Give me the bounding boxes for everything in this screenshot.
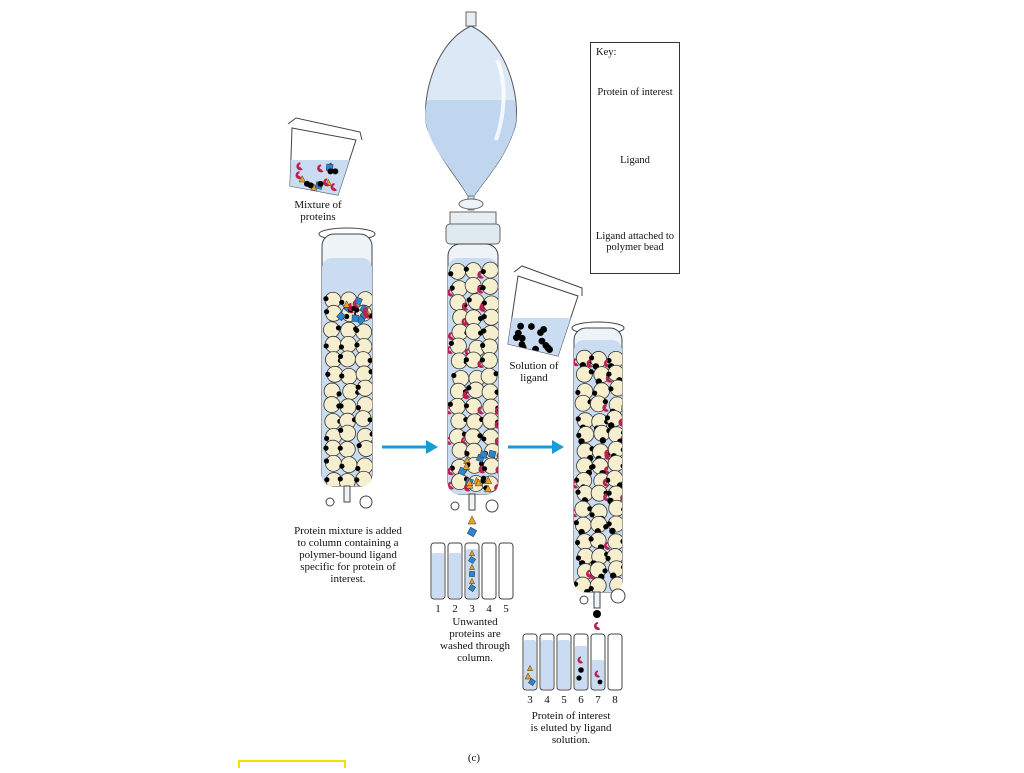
solution-label: Solution of ligand: [509, 360, 559, 384]
tube-number: 5: [503, 603, 509, 615]
separatory-funnel: [425, 11, 517, 211]
protein-of-interest: [603, 541, 611, 550]
protein-of-interest: [618, 418, 622, 427]
tube-number: 3: [469, 603, 475, 615]
key-protein-label: Protein of interest: [597, 87, 673, 98]
key-ligand-label: Ligand: [620, 155, 650, 166]
protein-of-interest: [494, 483, 498, 492]
step-2-caption: Unwanted proteins are washed through col…: [440, 616, 510, 664]
tube-number: 2: [452, 603, 458, 615]
protein-of-interest: [479, 303, 486, 312]
protein-of-interest: [352, 299, 360, 308]
mixture-label: Mixture of proteins: [294, 199, 342, 223]
protein-of-interest: [448, 406, 452, 415]
protein-of-interest: [494, 437, 498, 446]
protein-of-interest: [323, 178, 330, 187]
protein-of-interest: [605, 374, 613, 383]
tube-number: 3: [527, 694, 533, 706]
column-c: [571, 321, 626, 630]
protein-of-interest: [620, 493, 622, 502]
protein-of-interest: [448, 436, 452, 445]
protein-of-interest: [594, 670, 601, 678]
protein-of-interest: [317, 164, 324, 173]
protein-of-interest: [463, 390, 471, 399]
tube-number: 7: [595, 694, 601, 706]
protein-of-interest: [586, 359, 593, 368]
panel-label: (c): [467, 752, 481, 764]
key-bead-label: Ligand attached to polymer bead: [595, 231, 675, 253]
protein-of-interest: [448, 345, 453, 354]
protein-of-interest: [477, 360, 484, 369]
protein-of-interest: [604, 466, 611, 475]
protein-of-interest: [602, 478, 610, 487]
protein-of-interest: [574, 509, 578, 518]
collection-tubes-step-3: [522, 633, 623, 691]
tube-number: 5: [561, 694, 567, 706]
protein-of-interest: [594, 622, 601, 630]
key-title: Key:: [596, 47, 617, 58]
protein-of-interest: [296, 162, 303, 171]
step-3-caption: Protein of interest is eluted by ligand …: [530, 710, 612, 746]
protein-of-interest: [602, 403, 609, 412]
protein-of-interest: [448, 481, 454, 490]
protein-of-interest: [478, 465, 485, 474]
protein-of-interest: [362, 307, 369, 316]
tube-number: 8: [612, 694, 618, 706]
key-legend-box: Key: Protein of interest Ligand Ligand a…: [590, 42, 680, 274]
beaker-mixture: [287, 117, 363, 196]
protein-of-interest: [330, 183, 338, 192]
protein-of-interest: [586, 569, 593, 578]
tube-number: 4: [486, 603, 492, 615]
protein-of-interest: [461, 302, 469, 311]
protein-of-interest: [494, 420, 498, 429]
protein-of-interest: [494, 407, 498, 416]
tube-number: 4: [544, 694, 550, 706]
highlight-bar: [238, 760, 346, 768]
protein-of-interest: [477, 270, 484, 279]
tube-number: 6: [578, 694, 584, 706]
protein-of-interest: [577, 656, 584, 664]
protein-of-interest: [448, 467, 454, 476]
protein-of-interest: [448, 288, 454, 297]
tube-number: 1: [435, 603, 441, 615]
protein-of-interest: [461, 317, 468, 326]
column-b: [445, 211, 501, 538]
protein-of-interest: [477, 406, 484, 415]
protein-of-interest: [477, 285, 484, 294]
protein-of-interest: [574, 358, 579, 367]
column-a: [318, 227, 376, 509]
protein-of-interest: [448, 332, 455, 341]
arrow-1: [382, 440, 438, 454]
protein-of-interest: [295, 171, 302, 180]
collection-tubes-step-2: [430, 542, 514, 600]
arrow-2: [508, 440, 564, 454]
protein-of-interest: [463, 483, 471, 492]
protein-of-interest: [495, 465, 498, 474]
protein-of-interest: [574, 480, 579, 489]
protein-of-interest: [604, 449, 611, 458]
step-1-caption: Protein mixture is added to column conta…: [294, 525, 402, 585]
